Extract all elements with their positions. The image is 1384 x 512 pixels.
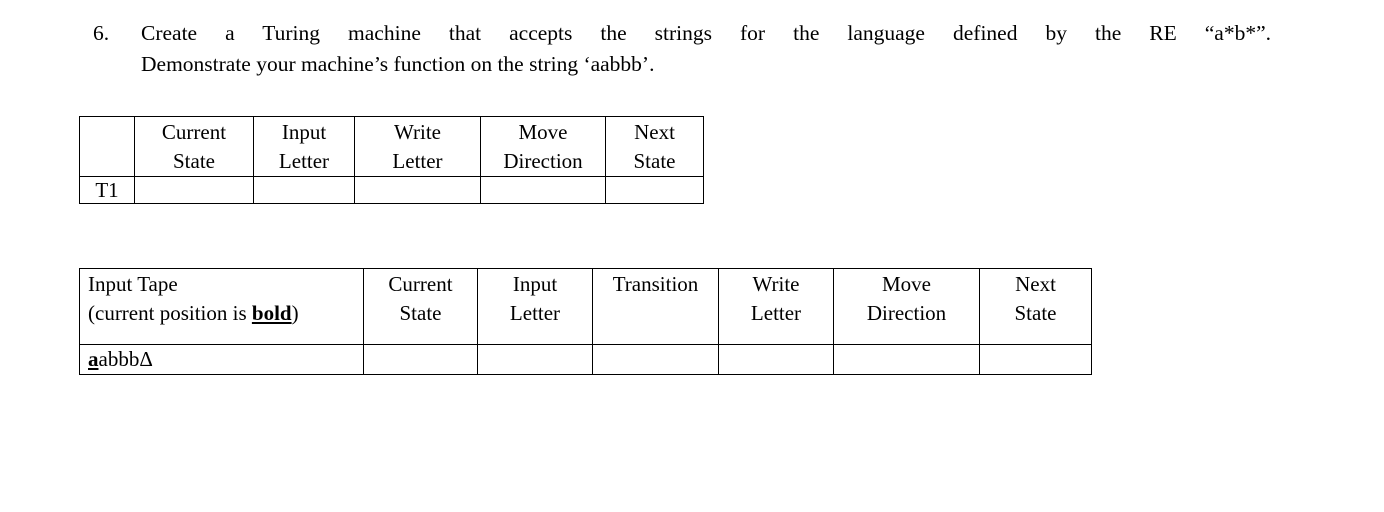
- trace-header-write-letter: Write Letter: [718, 268, 834, 345]
- trace-header-transition: Transition: [592, 268, 719, 345]
- transition-cell-next-state[interactable]: [605, 176, 704, 204]
- tape-remaining-symbols: abbbΔ: [98, 347, 153, 371]
- trace-header-next-state-line1: Next: [1015, 272, 1056, 296]
- transition-header-current-state: Current State: [134, 116, 254, 177]
- transition-header-current-state-line1: Current: [161, 120, 227, 144]
- question-row: 6. Create a Turing machine that accepts …: [93, 18, 1271, 80]
- trace-header-input-letter: Input Letter: [477, 268, 593, 345]
- trace-header-current-state: Current State: [363, 268, 478, 345]
- question-line-2: Demonstrate your machine’s function on t…: [141, 52, 655, 76]
- trace-cell-input-tape[interactable]: aabbbΔ: [79, 344, 364, 375]
- question-text: Create a Turing machine that accepts the…: [141, 18, 1271, 80]
- transition-header-input-letter-line1: Input: [281, 120, 327, 144]
- trace-header-input-tape-line2: (current position is bold): [88, 299, 363, 328]
- transition-header-next-state: Next State: [605, 116, 704, 177]
- trace-header-next-state: Next State: [979, 268, 1092, 345]
- question-number: 6.: [93, 21, 110, 45]
- transition-header-write-letter-line1: Write: [394, 120, 441, 144]
- question-line-1: Create a Turing machine that accepts the…: [141, 21, 1271, 45]
- trace-header-write-letter-line2: Letter: [750, 301, 802, 325]
- trace-cell-write-letter[interactable]: [718, 344, 834, 375]
- trace-cell-input-letter[interactable]: [477, 344, 593, 375]
- trace-header-input-tape: Input Tape (current position is bold): [79, 268, 364, 345]
- trace-cell-transition[interactable]: [592, 344, 719, 375]
- transition-header-input-letter-line2: Letter: [278, 149, 330, 173]
- trace-header-move-direction-line1: Move: [882, 272, 931, 296]
- trace-cell-current-state[interactable]: [363, 344, 478, 375]
- transition-cell-current-state[interactable]: [134, 176, 254, 204]
- transition-cell-input-letter[interactable]: [253, 176, 355, 204]
- trace-table: Input Tape (current position is bold) Cu…: [79, 268, 1092, 375]
- transition-header-input-letter: Input Letter: [253, 116, 355, 177]
- transition-header-blank: [79, 116, 135, 177]
- trace-header-input-letter-line2: Letter: [509, 301, 561, 325]
- transition-header-move-direction: Move Direction: [480, 116, 606, 177]
- trace-cell-next-state[interactable]: [979, 344, 1092, 375]
- transition-header-next-state-line2: State: [633, 149, 676, 173]
- tape-head-symbol: a: [88, 347, 99, 371]
- transition-header-current-state-line2: State: [173, 149, 215, 173]
- trace-cell-move-direction[interactable]: [833, 344, 980, 375]
- trace-header-current-state-line2: State: [399, 301, 442, 325]
- trace-header-move-direction-line2: Direction: [866, 301, 947, 325]
- transition-cell-write-letter[interactable]: [354, 176, 481, 204]
- trace-header-move-direction: Move Direction: [833, 268, 980, 345]
- transition-header-move-direction-line1: Move: [518, 120, 568, 144]
- transition-header-next-state-line1: Next: [634, 120, 675, 144]
- trace-header-input-tape-prefix: (current position is: [88, 301, 252, 325]
- trace-header-input-tape-line1: Input Tape: [88, 272, 178, 296]
- table-row: aabbbΔ: [79, 344, 1092, 375]
- trace-header-current-state-line1: Current: [388, 272, 453, 296]
- trace-header-transition-line1: Transition: [612, 272, 699, 296]
- transition-header-write-letter-line2: Letter: [392, 149, 443, 173]
- trace-header-input-letter-line1: Input: [512, 272, 558, 296]
- trace-header-write-letter-line1: Write: [752, 272, 800, 296]
- trace-header-input-tape-emph: bold: [251, 301, 292, 325]
- transition-cell-move-direction[interactable]: [480, 176, 606, 204]
- transition-table: Current State Input Letter Write Letter …: [79, 116, 704, 204]
- trace-header-next-state-line2: State: [1014, 301, 1057, 325]
- table-row: T1: [79, 176, 704, 204]
- transition-header-write-letter: Write Letter: [354, 116, 481, 177]
- transition-table-header-row: Current State Input Letter Write Letter …: [79, 116, 704, 177]
- transition-row-label-t1: T1: [79, 176, 135, 204]
- transition-header-move-direction-line2: Direction: [503, 149, 583, 173]
- trace-header-input-tape-suffix: ): [291, 301, 299, 325]
- trace-table-header-row: Input Tape (current position is bold) Cu…: [79, 268, 1092, 345]
- question-block: 6. Create a Turing machine that accepts …: [93, 18, 1271, 80]
